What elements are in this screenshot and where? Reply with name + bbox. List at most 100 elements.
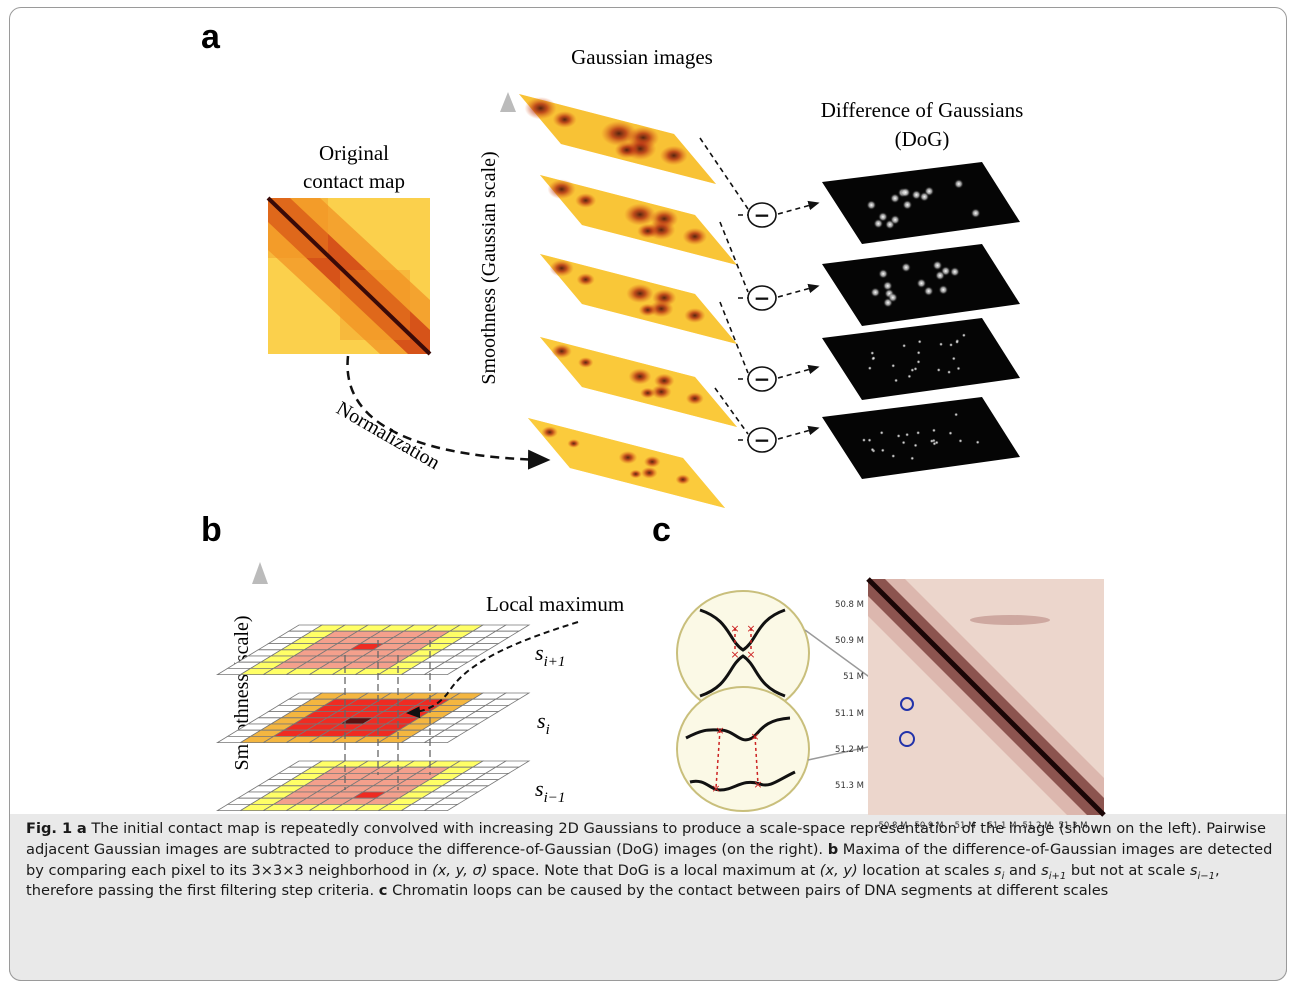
gaussian-image — [540, 337, 737, 427]
caption-b-text-8: , therefore passing the first filtering … — [26, 861, 1220, 900]
caption-scale-sim1: si−1 — [1189, 861, 1216, 882]
grid-cell — [422, 804, 460, 811]
dog-images-stack — [822, 162, 1020, 479]
caption-b-text-1: Maxima of the difference-of-Gaussian ima… — [26, 840, 1273, 879]
hic-y-tick-label: 51.3 M — [835, 781, 864, 791]
dog-title-line1: Difference of Gaussians — [821, 98, 1024, 122]
hic-y-tick-label: 50.9 M — [835, 636, 864, 646]
loop-contact-mark: × — [746, 622, 755, 635]
dog-image — [822, 397, 1020, 479]
caption-b-text-3: space. Note that DoG is a local maximum … — [487, 861, 820, 879]
caption-b-text-4: (x, y) — [819, 861, 858, 879]
hic-y-ticks: 50.8 M 50.9 M 51 M 51.1 M 51.2 M 51.3 M — [835, 600, 864, 791]
subtraction-operators: − − − − — [699, 137, 820, 453]
minus-sign: − — [754, 367, 771, 391]
hic-x-tick-label: 50.9 M — [915, 821, 944, 831]
hic-heatmap — [866, 577, 1106, 817]
hic-y-tick-label: 51 M — [843, 672, 864, 682]
caption-label: Fig. 1 — [26, 820, 73, 837]
grid-cell — [422, 668, 460, 675]
caption-c-text: Chromatin loops can be caused by the con… — [392, 882, 1109, 900]
scale-label-bot: si−1 — [535, 776, 565, 806]
caption-b-text-5: location at scales — [857, 861, 995, 879]
subtraction-arrow — [777, 283, 820, 298]
panel-c-letter: c — [652, 511, 671, 549]
loop-contact-mark: × — [746, 648, 755, 661]
subtraction-arrow — [777, 364, 820, 379]
minus-sign: − — [754, 203, 771, 227]
dog-image — [822, 318, 1020, 400]
hic-x-tick-label: 50.8 M — [879, 821, 908, 831]
loop-contact-mark: × — [730, 648, 739, 661]
gaussian-images-stack — [519, 94, 737, 508]
scale-grid — [215, 760, 531, 811]
grid-cell — [422, 736, 460, 743]
caption-a-text: The initial contact map is repeatedly co… — [26, 820, 1266, 858]
minus-sign: − — [754, 286, 771, 310]
gaussian-images-title: Gaussian images — [571, 45, 713, 69]
gaussian-image — [519, 94, 716, 184]
caption-scale-si: si — [994, 861, 1005, 882]
caption-scale-si1: si+1 — [1041, 861, 1067, 882]
loop-contact-mark: × — [715, 724, 724, 737]
panel-a-letter: a — [201, 18, 221, 56]
hic-x-tick-label: 51.2 M — [1023, 821, 1052, 831]
dog-image — [822, 162, 1020, 244]
gaussian-image — [540, 175, 737, 265]
caption-b-letter: b — [827, 840, 839, 858]
normalization-label: Normalization — [333, 397, 444, 474]
hic-x-tick-label: 51 M — [955, 821, 976, 831]
loop-contact-mark: × — [750, 730, 759, 743]
original-label-line1: Original — [319, 141, 389, 165]
caption-a-letter: a — [76, 820, 87, 837]
smoothness-axis-b-label: Smoothness (scale) — [231, 616, 253, 771]
scale-grid — [215, 692, 531, 743]
hic-x-tick-label: 51.1 M — [988, 821, 1017, 831]
loop-contact-mark: × — [730, 622, 739, 635]
subtraction-connector — [719, 301, 749, 374]
subtraction-arrow — [777, 200, 820, 215]
hic-x-ticks: 50.8 M 50.9 M 51 M 51.1 M 51.2 M 51.3 M — [879, 821, 1088, 831]
smoothness-axis-a-arrowhead — [500, 92, 516, 112]
loop-diagram-bottom: × × × × — [676, 686, 810, 812]
subtraction-connector — [714, 387, 749, 435]
panel-b-letter: b — [201, 511, 222, 549]
gaussian-image — [540, 254, 737, 344]
original-contact-map — [266, 196, 432, 356]
scale-grid-stack — [215, 624, 531, 811]
smoothness-axis-a-label: Smoothness (Gaussian scale) — [478, 151, 500, 384]
caption-c-letter: c — [378, 882, 388, 900]
caption-b-text-2: (x, y, σ) — [432, 861, 488, 879]
local-maximum-label: Local maximum — [486, 592, 624, 616]
hic-x-tick-label: 51.3 M — [1059, 821, 1088, 831]
caption-b-text-7: but not at scale — [1066, 861, 1190, 879]
subtraction-connector — [699, 137, 749, 210]
hic-y-tick-label: 51.2 M — [835, 745, 864, 755]
subtraction-arrow — [777, 425, 820, 440]
normalization-arrow — [346, 355, 551, 470]
caption-box — [9, 814, 1287, 981]
loop-contact-mark: × — [711, 782, 720, 795]
smoothness-axis-b-arrowhead — [252, 562, 268, 584]
subtraction-connector — [719, 221, 749, 293]
dog-image — [822, 244, 1020, 326]
hic-y-tick-label: 50.8 M — [835, 600, 864, 610]
loop-diagram-top: × × × × — [676, 590, 810, 716]
gaussian-image — [528, 418, 725, 508]
loop-contact-mark: × — [753, 778, 762, 791]
loop-highlight-circle — [899, 731, 915, 747]
minus-operator — [747, 366, 777, 392]
figure-caption: Fig. 1 a The initial contact map is repe… — [26, 819, 1276, 902]
scale-grid — [215, 624, 531, 675]
caption-b-text-6: and — [1004, 861, 1042, 879]
minus-operator — [747, 285, 777, 311]
dog-title-line2: (DoG) — [895, 127, 950, 151]
local-maximum-arrow — [406, 621, 579, 719]
minus-operator — [747, 427, 777, 453]
scale-label-top: si+1 — [535, 640, 565, 670]
hic-y-tick-label: 51.1 M — [835, 709, 864, 719]
minus-sign: − — [754, 428, 771, 452]
scale-label-mid: si — [537, 708, 550, 738]
original-label-line2: contact map — [303, 169, 405, 193]
